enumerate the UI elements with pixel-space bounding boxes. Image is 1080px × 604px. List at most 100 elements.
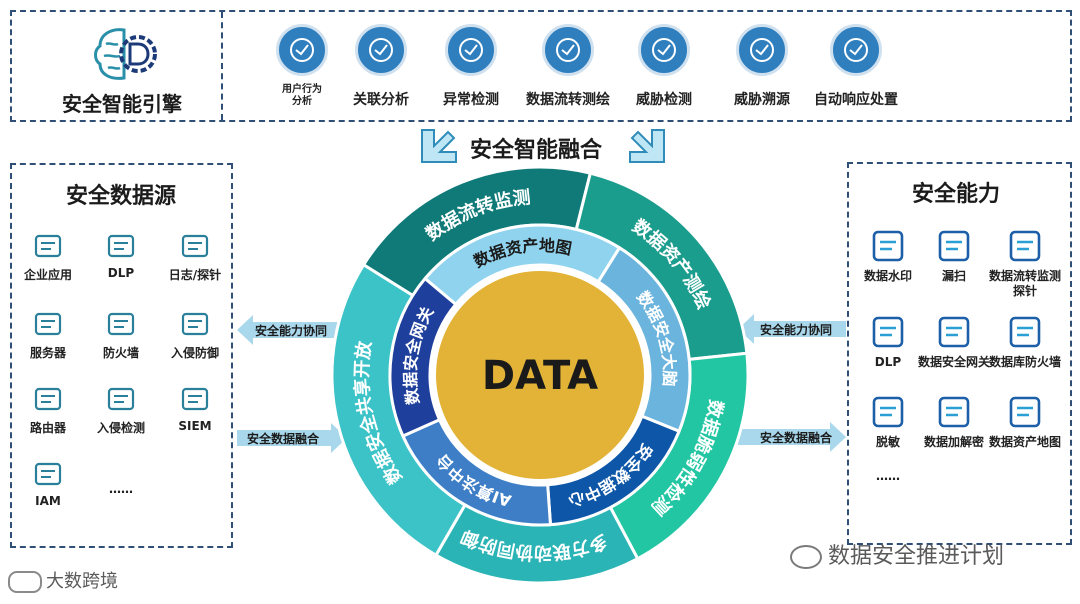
threat-detect-icon: [638, 24, 690, 76]
watermark-left-icon: [8, 571, 42, 593]
capability-label: 数据水印: [863, 269, 912, 283]
asset-map-icon: [1005, 392, 1045, 432]
data-sources-panel: [10, 163, 233, 548]
data-source-label: DLP: [107, 266, 135, 280]
data-source-item: ……: [81, 478, 161, 496]
capability-item: 数据安全网关: [918, 312, 990, 370]
data-source-label: SIEM: [178, 419, 212, 433]
anomaly-icon: [445, 24, 497, 76]
correlation-icon: [355, 24, 407, 76]
watermark-right: 数据安全推进计划: [790, 538, 1004, 570]
data-source-label: IAM: [35, 494, 61, 508]
dlp-monitor-icon: [104, 232, 138, 262]
data-source-item: 服务器: [8, 310, 88, 361]
iam-network-icon: [31, 460, 65, 490]
capability-label: 脱敏: [875, 435, 900, 449]
watermark-icon: [868, 226, 908, 266]
engine-title: 安全智能引擎: [62, 92, 182, 116]
data-source-label: 防火墙: [102, 346, 139, 360]
clock-response-icon: [830, 24, 882, 76]
capability-label: ……: [876, 469, 900, 483]
data-source-label: ……: [109, 482, 133, 496]
app-cube-icon: [31, 232, 65, 262]
data-source-item: 入侵检测: [81, 385, 161, 436]
center-core: [436, 271, 644, 479]
watermark-left: 大数跨境: [8, 567, 118, 593]
capability-item: 漏扫: [918, 226, 990, 284]
watermark-right-text: 数据安全推进计划: [828, 544, 1005, 569]
engine-item-label: 用户行为分析: [282, 84, 322, 107]
capability-item: 数据资产地图: [989, 392, 1061, 450]
engine-panel: [10, 10, 1072, 122]
capability-label: 数据加解密: [923, 435, 984, 449]
fusion-title: 安全智能融合: [470, 138, 603, 163]
ids-icon: [104, 385, 138, 415]
arrow-left-bottom: 安全数据融合: [237, 421, 347, 455]
engine-brain-icon: [90, 24, 162, 88]
data-source-label: 服务器: [29, 346, 66, 360]
data-wheel: 数据流转监测数据资产测绘数据脆弱性检测多方联动协同防御数据安全共享开放数据资产地…: [330, 165, 750, 585]
engine-divider: [221, 12, 223, 120]
flow-probe-icon: [1005, 226, 1045, 266]
data-source-label: 路由器: [29, 421, 66, 435]
router-icon: [31, 385, 65, 415]
data-source-item: IAM: [8, 460, 88, 508]
engine-item-label: 数据流转测绘: [526, 92, 610, 108]
user-behavior-icon: [276, 24, 328, 76]
engine-item-label: 自动响应处置: [814, 92, 898, 108]
engine-item-label: 异常检测: [443, 92, 499, 108]
data-source-item: 日志/探针: [155, 232, 235, 283]
arrow-right-top-label: 安全能力协同: [760, 323, 833, 337]
data-source-label: 入侵检测: [96, 421, 145, 435]
capability-item: 数据流转监测探针: [989, 226, 1061, 299]
capability-label: 数据安全网关: [918, 355, 991, 369]
dataflow-icon: [542, 24, 594, 76]
data-source-item: 企业应用: [8, 232, 88, 283]
desensitize-icon: [868, 392, 908, 432]
arrow-right-top: 安全能力协同: [738, 312, 846, 346]
capability-item: 数据加解密: [918, 392, 990, 450]
gateway-icon: [934, 312, 974, 352]
data-source-item: 路由器: [8, 385, 88, 436]
capability-label: 漏扫: [941, 269, 966, 283]
data-source-item: 入侵防御: [155, 310, 235, 361]
server-icon: [31, 310, 65, 340]
capability-label: 数据库防火墙: [989, 355, 1062, 369]
engine-item-label: 关联分析: [353, 92, 409, 108]
wechat-icon: [790, 545, 822, 569]
bug-scan-icon: [934, 226, 974, 266]
dlp-icon: [868, 312, 908, 352]
capability-item: 数据库防火墙: [989, 312, 1061, 370]
db-firewall-icon: [1005, 312, 1045, 352]
capability-item: DLP: [852, 312, 924, 370]
capability-label: 数据资产地图: [989, 435, 1062, 449]
data-source-label: 入侵防御: [170, 346, 219, 360]
capability-label: 数据流转监测探针: [989, 269, 1062, 298]
engine-item-label: 威胁溯源: [734, 92, 790, 108]
arrow-right-bottom: 安全数据融合: [738, 420, 846, 454]
data-source-item: SIEM: [155, 385, 235, 433]
capability-label: DLP: [874, 355, 902, 369]
arrow-left-top-label: 安全能力协同: [255, 324, 328, 338]
globe-trace-icon: [736, 24, 788, 76]
fusion-arrow-right-icon: [626, 126, 668, 170]
arrow-left-bottom-label: 安全数据融合: [247, 432, 320, 446]
encrypt-icon: [934, 392, 974, 432]
data-source-label: 企业应用: [23, 268, 72, 282]
capability-item: ……: [852, 466, 924, 484]
engine-item-label: 威胁检测: [636, 92, 692, 108]
data-source-label: 日志/探针: [168, 268, 222, 282]
data-source-item: 防火墙: [81, 310, 161, 361]
capability-item: 脱敏: [852, 392, 924, 450]
capability-item: 数据水印: [852, 226, 924, 284]
arrow-left-top: 安全能力协同: [237, 313, 347, 347]
log-calendar-icon: [178, 232, 212, 262]
center-label: DATA: [482, 353, 598, 399]
data-sources-title: 安全数据源: [66, 184, 177, 209]
capabilities-panel: [847, 162, 1072, 545]
firewall-icon: [104, 310, 138, 340]
data-source-item: DLP: [81, 232, 161, 280]
fusion-arrow-left-icon: [418, 126, 460, 170]
ips-icon: [178, 310, 212, 340]
siem-icon: [178, 385, 212, 415]
